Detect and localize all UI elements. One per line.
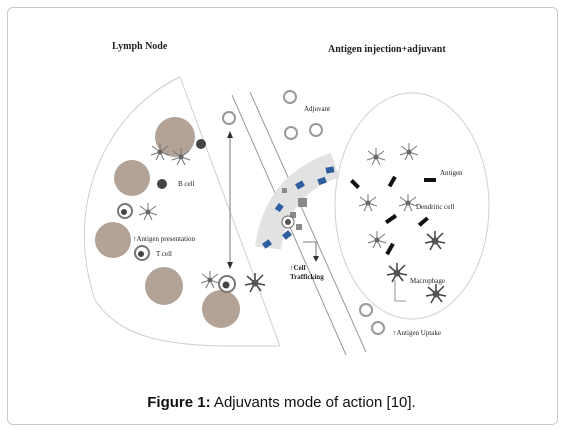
macrophage-label: Macrophage: [410, 277, 445, 285]
adjuvant-ring: [284, 126, 298, 140]
follicle: [114, 160, 150, 196]
t-cell-label: T cell: [156, 250, 172, 258]
caption-label: Figure 1:: [147, 394, 211, 411]
channel-cell: [281, 215, 295, 229]
follicle: [95, 222, 131, 258]
antigen-presentation-label: ↑Antigen presentation: [133, 235, 196, 243]
antigen-uptake-label: ↑Antigen Uptake: [393, 329, 441, 337]
ln-macrophage: [244, 273, 266, 293]
gray-square: [282, 188, 287, 193]
dendritic-cell: [399, 143, 419, 161]
dendritic-cell: [398, 194, 418, 212]
b-cell: [157, 179, 167, 189]
cell-trafficking-label-1: ↑Cell: [290, 264, 306, 272]
antigen-label: Antigen: [440, 169, 463, 177]
arrow-head-up: [227, 131, 233, 138]
follicle: [202, 290, 240, 328]
dendritic-cell: [367, 231, 387, 249]
injection-site-outline: [334, 92, 490, 320]
antigen-bar: [350, 179, 360, 189]
follicle: [145, 267, 183, 305]
b-cells: [157, 139, 206, 189]
ln-dendritic-cells: [138, 143, 220, 289]
arrow-head-down: [227, 262, 233, 269]
dendritic-cell: [200, 271, 220, 289]
figure-caption: Figure 1: Adjuvants mode of action [10].: [0, 394, 563, 411]
b-cell: [196, 139, 206, 149]
trafficking-pointer-head: [313, 256, 319, 262]
cell-trafficking-label-2: Trafficking: [290, 273, 324, 281]
dendritic-cell: [150, 143, 170, 161]
trafficking-pointer: [303, 241, 317, 258]
antigen-square: [274, 203, 284, 213]
follicles: [95, 117, 240, 328]
antigen-square: [325, 166, 335, 174]
antigen-bar: [384, 213, 398, 225]
antigen-bars: [350, 175, 436, 256]
macrophage: [386, 263, 408, 283]
site-dendritic-cells: [358, 143, 419, 249]
t-cells: [117, 203, 236, 293]
antigen-square: [295, 180, 305, 190]
adjuvant-ring: [359, 303, 373, 317]
gray-square: [296, 224, 302, 230]
injection-title: Antigen injection+adjuvant: [328, 44, 446, 55]
adjuvant-ring: [222, 111, 236, 125]
gray-square: [298, 198, 307, 207]
adjuvant-label: Adjuvant: [304, 105, 330, 113]
antigen-square: [317, 176, 327, 186]
macrophage: [425, 284, 447, 304]
antigen-squares: [262, 166, 335, 249]
antigen-bar: [424, 178, 436, 182]
dendritic-cell: [171, 148, 191, 166]
follicle: [155, 117, 195, 157]
caption-text: Adjuvants mode of action [10].: [210, 394, 416, 411]
dendritic-cell-label: Dendritic cell: [416, 203, 454, 211]
site-macrophages: [386, 231, 447, 304]
adjuvant-particles: [222, 90, 385, 335]
dendritic-cell: [366, 148, 386, 166]
lymphatic-channel: [255, 152, 340, 251]
dendritic-cell: [138, 203, 158, 221]
channel-gray-squares: [282, 188, 307, 230]
antigen-bar: [385, 242, 395, 256]
adjuvant-ring: [309, 123, 323, 137]
b-cell-label: B cell: [178, 180, 195, 188]
uptake-bracket: [394, 280, 406, 302]
antigen-square: [262, 239, 272, 249]
antigen-square: [282, 230, 292, 240]
macrophage: [424, 231, 446, 251]
antigen-bar: [417, 216, 429, 227]
lymph-node-outline: [83, 76, 281, 347]
adjuvant-ring: [283, 90, 297, 104]
vessel-wall-right: [249, 91, 367, 353]
dendritic-cell: [358, 194, 378, 212]
adjuvant-ring: [371, 321, 385, 335]
antigen-bar: [387, 175, 397, 188]
lymph-node-title: Lymph Node: [112, 41, 168, 52]
gray-square: [290, 212, 296, 218]
